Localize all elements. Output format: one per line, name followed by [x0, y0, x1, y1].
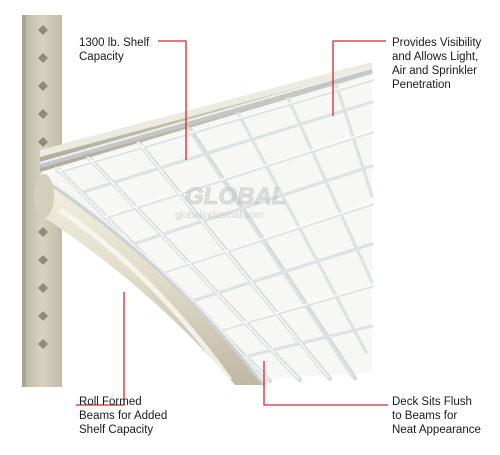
wire-deck: [39, 67, 374, 383]
leader-shelf-capacity: [158, 40, 187, 160]
svg-text:GLOBAL: GLOBAL: [185, 183, 286, 210]
leader-visibility: [332, 40, 386, 116]
svg-text:globalindustrial.com: globalindustrial.com: [175, 210, 263, 221]
callout-deck-flush: Deck Sits Flush to Beams for Neat Appear…: [392, 396, 481, 436]
leader-lines: [76, 40, 388, 406]
leader-beams: [76, 292, 125, 406]
callout-beams: Roll Formed Beams for Added Shelf Capaci…: [79, 396, 168, 436]
watermark-logo: GLOBAL globalindustrial.com: [175, 183, 287, 221]
leader-deck-flush: [263, 361, 388, 406]
callout-visibility: Provides Visibility and Allows Light, Ai…: [392, 37, 482, 91]
callout-shelf-capacity: 1300 lb. Shelf Capacity: [79, 37, 150, 63]
front-beam: [34, 173, 267, 387]
